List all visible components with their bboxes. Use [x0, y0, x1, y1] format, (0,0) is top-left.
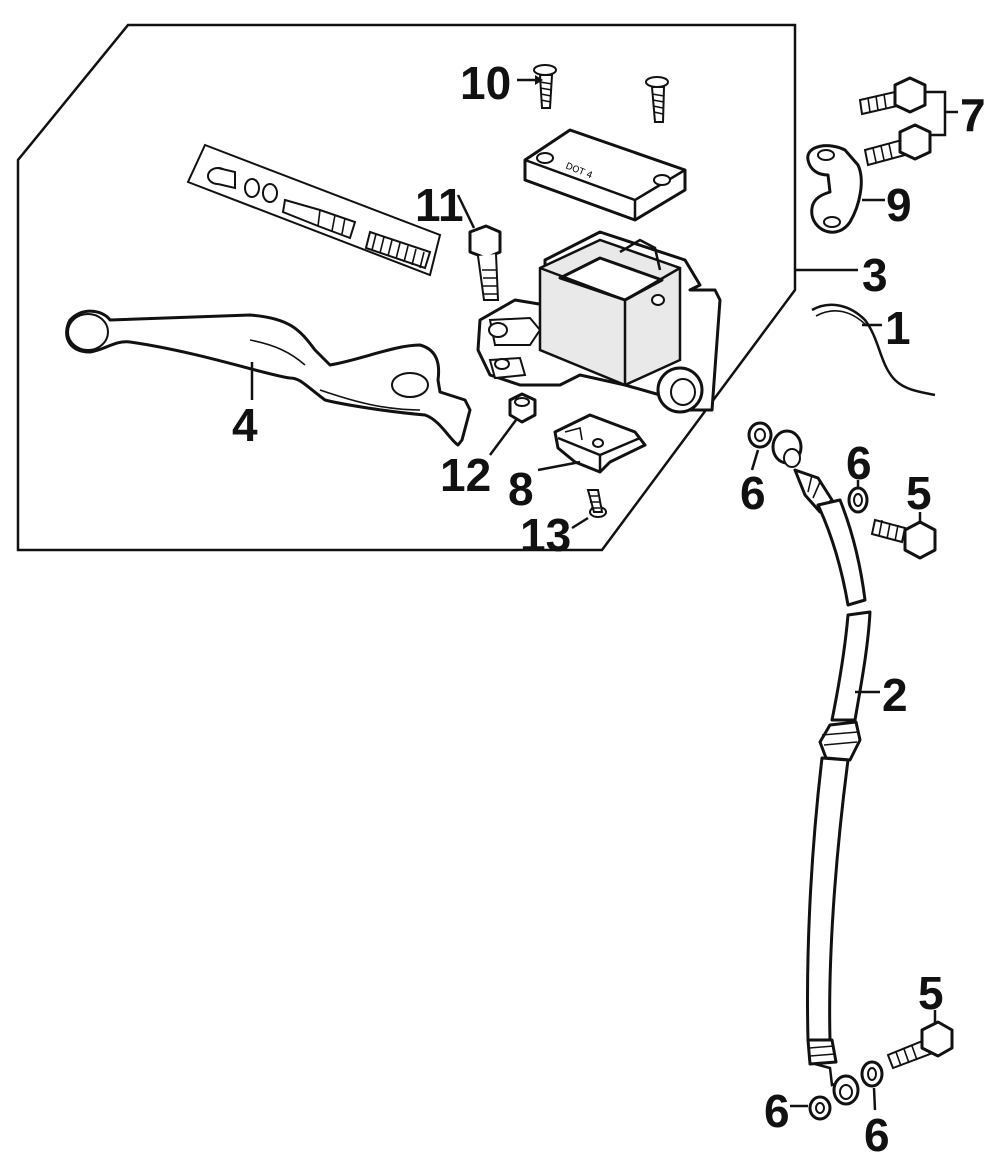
callout-6-upper-left: 6 [740, 467, 766, 519]
sealing-washer-lower-left [808, 1095, 832, 1121]
leader-6a [750, 449, 760, 471]
reservoir-cap: DOT 4 [523, 128, 687, 222]
callout-6-lower-right: 6 [864, 1109, 890, 1161]
reservoir-cap-screw-right [645, 76, 669, 123]
brake-light-switch [553, 413, 647, 474]
callout-12: 12 [440, 449, 492, 501]
brake-hose [771, 429, 872, 1106]
assembly-boundary [16, 23, 797, 552]
callout-4: 4 [232, 399, 258, 451]
holder-bolt-lower [863, 123, 932, 167]
oil-bolt-upper [870, 518, 937, 560]
callout-13: 13 [520, 509, 572, 561]
brake-lever [65, 309, 472, 447]
sealing-washer-lower-right [860, 1060, 884, 1088]
leader-8 [537, 460, 581, 472]
switch-wire [811, 303, 936, 397]
callout-6-upper-right: 6 [846, 437, 872, 489]
callout-7: 7 [960, 89, 986, 141]
piston-kit [186, 143, 442, 277]
lever-nut [508, 392, 537, 424]
pivot-bolt [468, 224, 502, 301]
callout-8: 8 [508, 463, 534, 515]
callout-10: 10 [460, 57, 512, 109]
leader-12 [488, 419, 518, 456]
leader-11 [456, 194, 476, 229]
callout-11: 11 [415, 179, 464, 231]
callout-1: 1 [885, 302, 911, 354]
reservoir-cap-screw-left [533, 64, 557, 109]
callout-2: 2 [882, 669, 908, 721]
leader-6d [872, 1087, 877, 1111]
callout-5-lower: 5 [918, 967, 944, 1019]
leader-7 [925, 90, 958, 137]
master-cylinder-holder [806, 144, 863, 234]
holder-bolt-upper [858, 76, 927, 116]
leader-13 [571, 516, 589, 530]
callout-9: 9 [886, 179, 912, 231]
leader-10-arrow [535, 75, 543, 85]
callout-3: 3 [862, 249, 888, 301]
switch-screw [586, 489, 607, 518]
sealing-washer-upper-left [747, 421, 773, 449]
callout-6-lower-left: 6 [764, 1085, 790, 1137]
master-cylinder-body [476, 230, 722, 414]
sealing-washer-upper-right [847, 486, 869, 514]
oil-bolt-lower [886, 1020, 954, 1070]
callout-5-upper: 5 [906, 467, 932, 519]
